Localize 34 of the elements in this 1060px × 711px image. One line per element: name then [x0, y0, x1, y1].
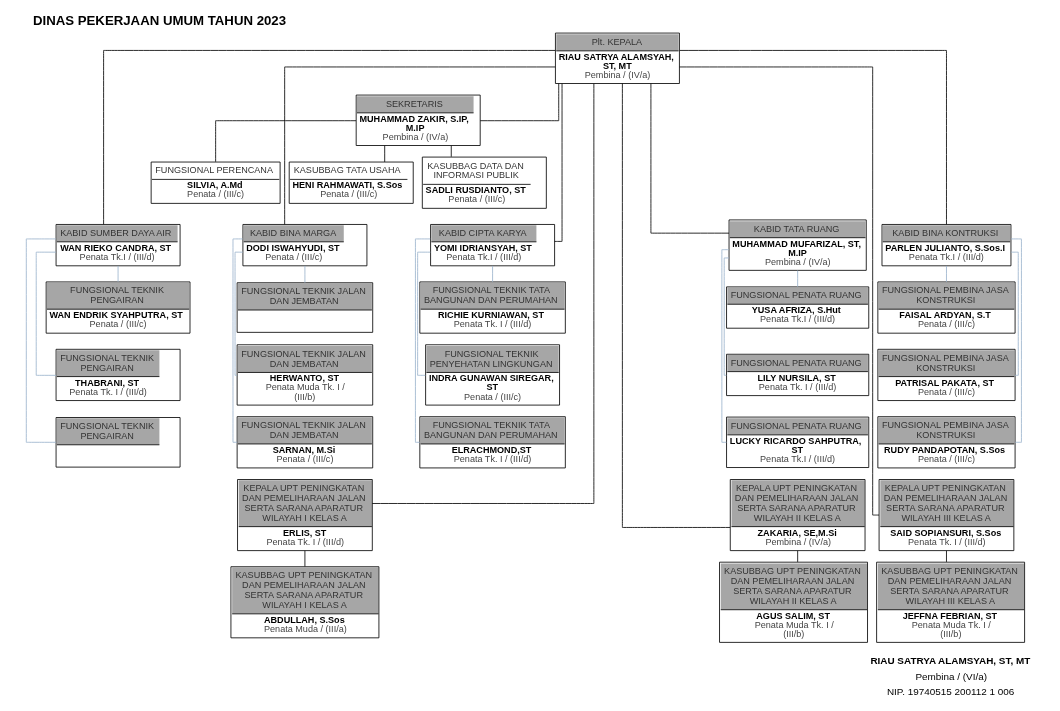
connector: [415, 238, 431, 443]
connector: [679, 50, 947, 225]
connector: [946, 265, 947, 283]
connector: [679, 66, 880, 516]
connector: [25, 238, 57, 443]
connector: [723, 257, 730, 376]
connector: [946, 550, 947, 563]
label: RIAU SATRYA ALAMSYAH, ST, MT: [870, 654, 1031, 666]
connector: [117, 265, 119, 283]
connector: [232, 238, 244, 443]
connector: [234, 251, 244, 376]
connector: [797, 550, 799, 563]
connector: [1010, 251, 1019, 376]
connector: [371, 83, 595, 504]
connector: [450, 145, 452, 158]
label: Pembina / (VI/a): [915, 670, 988, 682]
connector: [554, 83, 563, 242]
connector: [1010, 238, 1022, 443]
connector: [103, 50, 556, 225]
connector: [621, 83, 731, 528]
connector: [417, 251, 431, 376]
label: NIP. 19740515 200112 1 006: [886, 685, 1015, 697]
connector: [479, 83, 560, 122]
connector: [215, 120, 357, 163]
connector: [797, 270, 799, 288]
connector: [721, 249, 730, 443]
connector: [650, 83, 730, 234]
connector: [304, 550, 306, 567]
connector: [35, 251, 57, 376]
connector: [304, 265, 306, 284]
connector: [492, 265, 493, 283]
connector: [284, 66, 556, 225]
diagram-title: DINAS PEKERJAAN UMUM TAHUN 2023: [32, 12, 287, 28]
connector: [384, 145, 386, 163]
